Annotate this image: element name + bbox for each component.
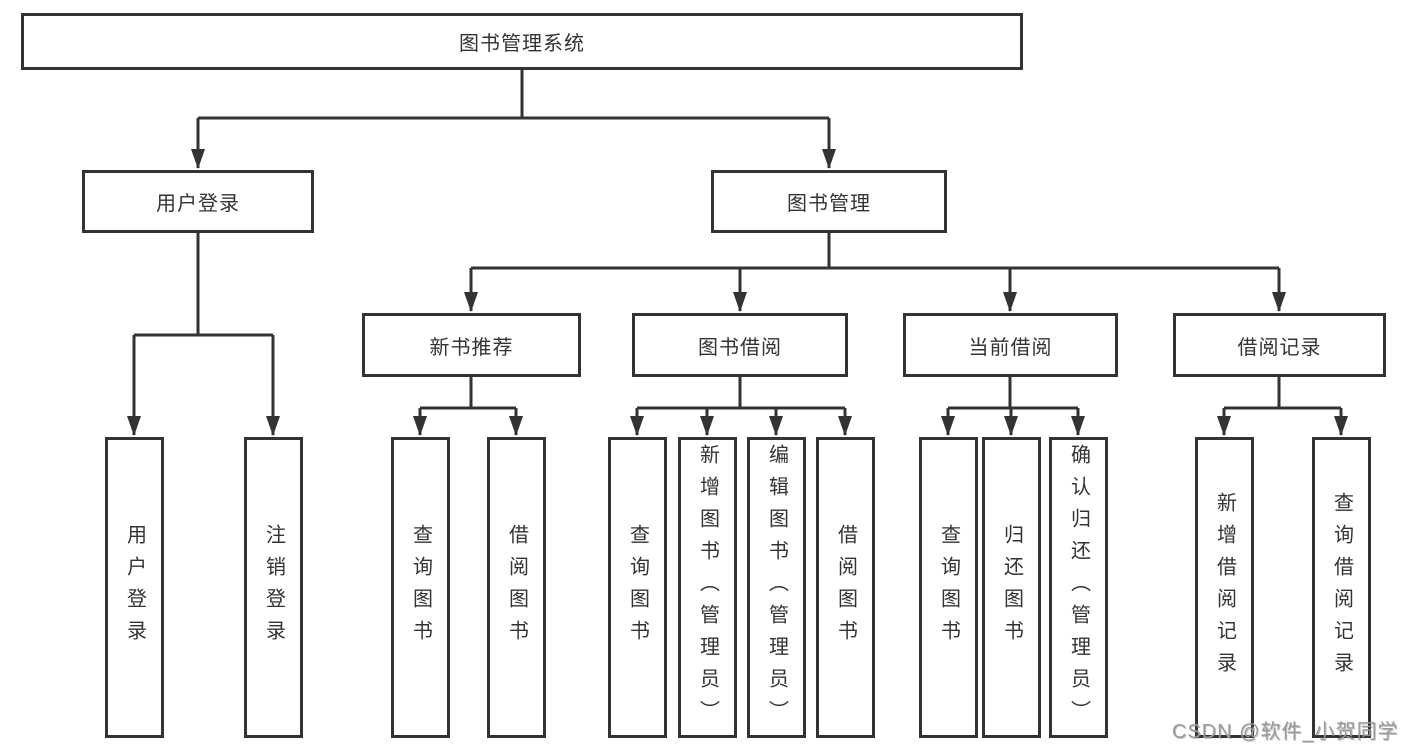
- node-new-book-recommend: 新书推荐: [362, 313, 581, 377]
- leaf-logout: 注销登录: [244, 437, 303, 738]
- node-book-borrowing: 图书借阅: [632, 313, 848, 377]
- leaf-query-books-current: 查询图书: [919, 437, 978, 738]
- leaf-borrow-books-recommend: 借阅图书: [487, 437, 546, 738]
- leaf-query-books-borrowing: 查询图书: [608, 437, 667, 738]
- node-book-management: 图书管理: [711, 170, 947, 233]
- leaf-user-login: 用户登录: [105, 437, 164, 738]
- node-current-borrowing: 当前借阅: [903, 313, 1118, 377]
- leaf-borrow-books: 借阅图书: [816, 437, 875, 738]
- leaf-return-books: 归还图书: [982, 437, 1041, 738]
- watermark: CSDN @软件_小贺同学: [1172, 721, 1399, 743]
- leaf-query-borrow-record: 查询借阅记录: [1312, 437, 1371, 738]
- leaf-add-books-admin: 新增图书（管理员）: [678, 437, 737, 738]
- node-user-login: 用户登录: [82, 170, 314, 233]
- leaf-query-books-recommend: 查询图书: [391, 437, 450, 738]
- node-system-root: 图书管理系统: [21, 13, 1023, 70]
- leaf-add-borrow-record: 新增借阅记录: [1195, 437, 1254, 738]
- leaf-confirm-return-admin: 确认归还（管理员）: [1049, 437, 1108, 738]
- node-borrowing-records: 借阅记录: [1173, 313, 1386, 377]
- leaf-edit-books-admin: 编辑图书（管理员）: [747, 437, 806, 738]
